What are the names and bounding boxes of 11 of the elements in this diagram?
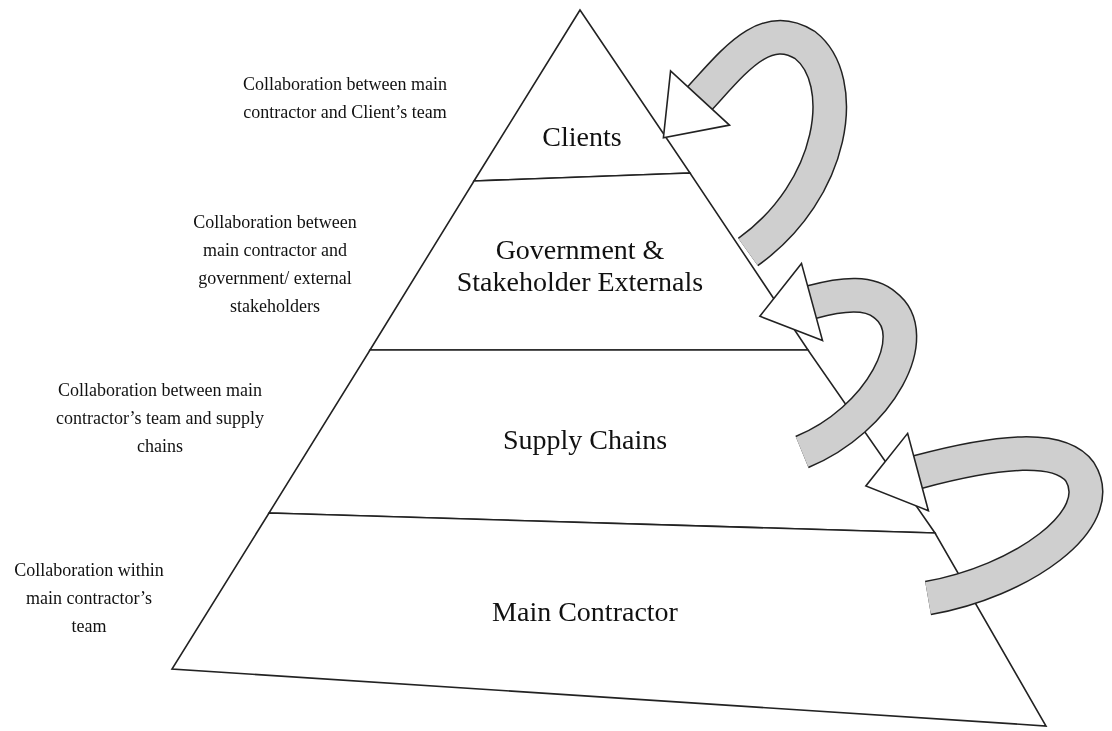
tier-label: Supply Chains	[501, 424, 669, 456]
tier-label: Main Contractor	[491, 596, 679, 628]
pyramid-tier	[269, 350, 935, 533]
tier-description: Collaboration between main contractor and Client’s team	[242, 73, 448, 124]
tier-label: Government & Stakeholder Externals	[455, 234, 705, 298]
tier-label: Clients	[541, 121, 623, 153]
tier-description: Collaboration within main contractor’s team	[14, 559, 164, 638]
tier-description: Collaboration between main contractor’s team and supply chains	[54, 379, 266, 458]
pyramid-tier	[172, 513, 1046, 726]
tier-description: Collaboration between main contractor and government/ external stakeholders	[192, 211, 358, 318]
pyramid-tier	[474, 10, 690, 181]
